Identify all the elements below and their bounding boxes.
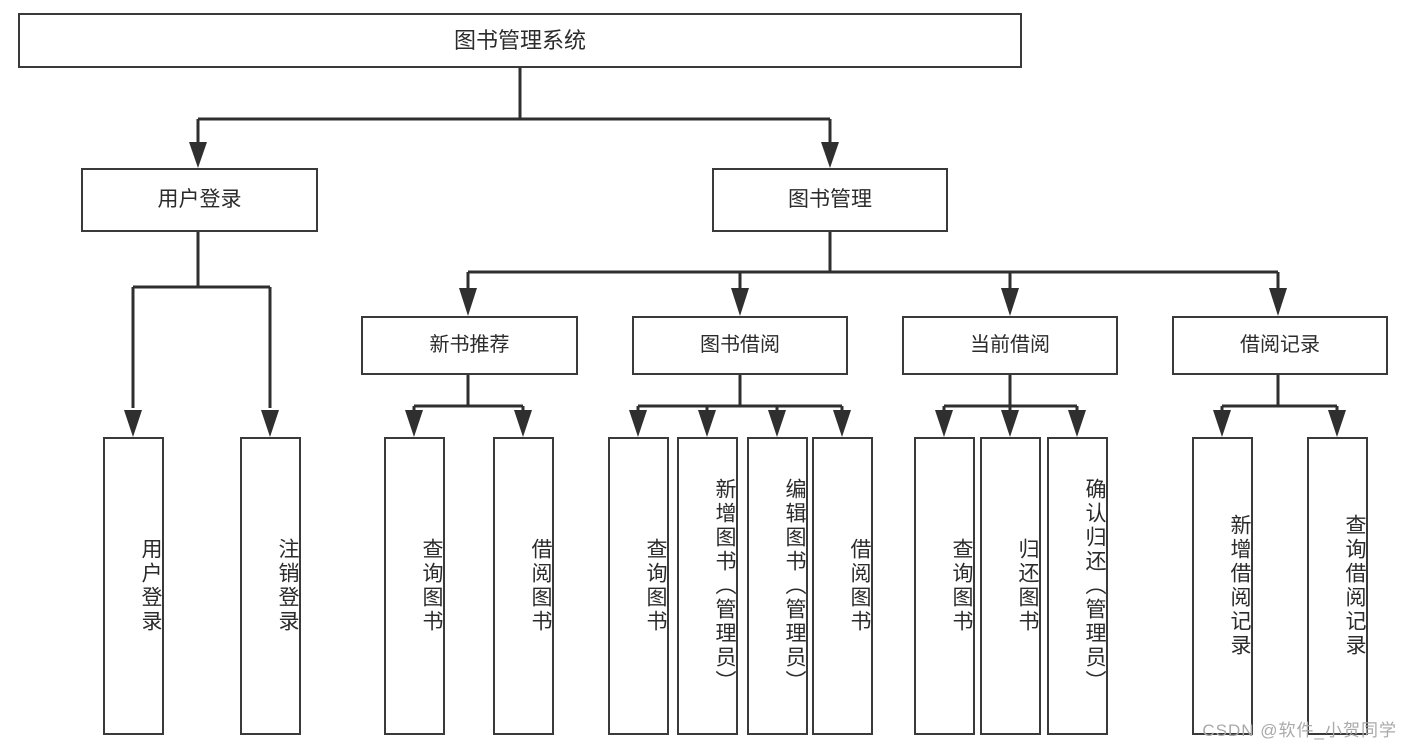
leaf-borrow-query-book-label: 查询图书 [644, 538, 667, 634]
leaf-recommend-borrow-book[interactable]: 借阅图书 [493, 437, 554, 735]
node-new-book-recommend[interactable]: 新书推荐 [361, 316, 578, 375]
node-root-system[interactable]: 图书管理系统 [18, 13, 1022, 68]
leaf-current-return-book[interactable]: 归还图书 [980, 437, 1041, 735]
leaf-record-query-record-label: 查询借阅记录 [1343, 514, 1366, 658]
leaf-borrow-borrow-book[interactable]: 借阅图书 [812, 437, 873, 735]
leaf-current-confirm-return[interactable]: 确认归还（管理员） [1047, 437, 1108, 735]
leaf-borrow-borrow-book-label: 借阅图书 [848, 538, 871, 634]
node-book-borrow-label: 图书借阅 [700, 333, 780, 356]
leaf-current-query-book-label: 查询图书 [950, 538, 973, 634]
node-book-management[interactable]: 图书管理 [712, 168, 948, 232]
leaf-current-confirm-return-label: 确认归还（管理员） [1083, 478, 1106, 694]
leaf-recommend-query-book-label: 查询图书 [420, 538, 443, 634]
leaf-borrow-add-book[interactable]: 新增图书（管理员） [677, 437, 738, 735]
leaf-user-login-login-label: 用户登录 [139, 538, 162, 634]
leaf-current-query-book[interactable]: 查询图书 [914, 437, 975, 735]
node-new-book-recommend-label: 新书推荐 [429, 333, 510, 356]
node-root-system-label: 图书管理系统 [453, 27, 586, 53]
node-borrow-record[interactable]: 借阅记录 [1172, 316, 1388, 375]
leaf-user-login-logout[interactable]: 注销登录 [240, 437, 301, 735]
node-book-management-label: 图书管理 [788, 187, 872, 211]
leaf-record-add-record-label: 新增借阅记录 [1228, 514, 1251, 658]
node-book-borrow[interactable]: 图书借阅 [632, 316, 848, 375]
leaf-borrow-query-book[interactable]: 查询图书 [608, 437, 669, 735]
leaf-current-return-book-label: 归还图书 [1016, 538, 1039, 634]
node-user-login-label: 用户登录 [157, 187, 242, 211]
leaf-record-query-record[interactable]: 查询借阅记录 [1307, 437, 1368, 735]
leaf-recommend-borrow-book-label: 借阅图书 [529, 538, 552, 634]
node-user-login[interactable]: 用户登录 [81, 168, 318, 232]
leaf-user-login-logout-label: 注销登录 [276, 538, 299, 634]
node-current-borrow-label: 当前借阅 [970, 333, 1050, 356]
leaf-borrow-edit-book[interactable]: 编辑图书（管理员） [747, 437, 808, 735]
leaf-record-add-record[interactable]: 新增借阅记录 [1192, 437, 1253, 735]
leaf-borrow-edit-book-label: 编辑图书（管理员） [783, 478, 806, 694]
watermark-text: CSDN @软件_小贺同学 [1202, 721, 1397, 740]
node-current-borrow[interactable]: 当前借阅 [902, 316, 1118, 375]
leaf-recommend-query-book[interactable]: 查询图书 [384, 437, 445, 735]
node-borrow-record-label: 借阅记录 [1240, 333, 1320, 356]
leaf-borrow-add-book-label: 新增图书（管理员） [713, 478, 736, 694]
leaf-user-login-login[interactable]: 用户登录 [103, 437, 164, 735]
